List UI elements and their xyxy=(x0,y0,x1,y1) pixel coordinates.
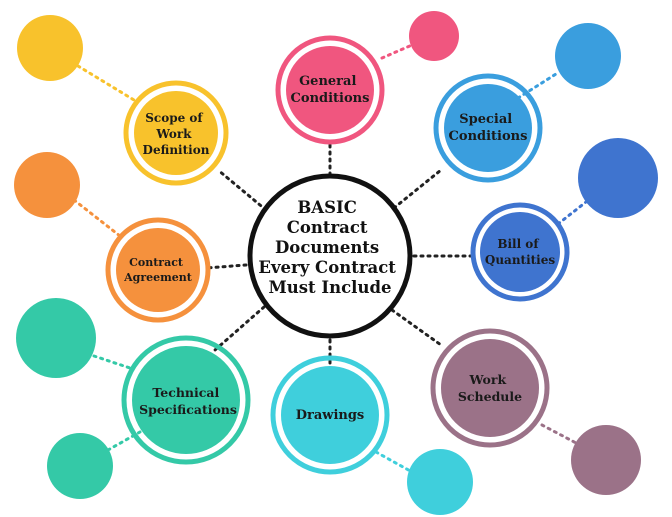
node-fill-scope-of-work-definition xyxy=(134,91,218,175)
center-connectors xyxy=(204,139,476,370)
label-line: Work xyxy=(155,127,192,141)
node-fill-technical-specifications xyxy=(132,346,240,454)
center-title-line: BASIC xyxy=(297,198,357,217)
node-fill-contract-agreement xyxy=(116,228,200,312)
node-ring-scope-of-work-definition xyxy=(123,80,229,186)
label-line: General xyxy=(299,74,356,89)
node-contract-agreement xyxy=(105,217,211,323)
satellite-contract-agreement xyxy=(14,152,80,218)
node-ring-general-conditions xyxy=(275,35,385,145)
node-general-conditions xyxy=(275,35,385,145)
node-fill-bill-of-quantities xyxy=(480,212,560,292)
connector-special-conditions xyxy=(392,168,443,210)
node-technical-specifications xyxy=(121,335,251,465)
satellite-connector-general-conditions xyxy=(380,43,414,60)
label-line: Conditions xyxy=(449,129,528,144)
label-line: Scope of xyxy=(145,111,203,125)
label-line: Special xyxy=(459,112,512,127)
node-fill-work-schedule xyxy=(441,339,539,437)
label-line: Agreement xyxy=(123,271,193,284)
center-title-line: Must Include xyxy=(269,278,392,297)
node-ring-work-schedule xyxy=(430,328,550,448)
node-special-conditions xyxy=(433,73,543,183)
node-fill-drawings xyxy=(281,366,379,464)
node-fill-special-conditions xyxy=(444,84,532,172)
connector-contract-agreement xyxy=(204,263,248,270)
center-node xyxy=(247,173,413,339)
center-title-line: Documents xyxy=(275,238,379,257)
label-line: Drawings xyxy=(296,408,365,423)
node-work-schedule xyxy=(430,328,550,448)
label-line: Conditions xyxy=(291,91,370,106)
label-line: Quantities xyxy=(485,253,556,267)
label-work-schedule: Work Schedule xyxy=(458,372,522,404)
connector-scope-of-work-definition xyxy=(216,168,268,212)
satellite-bill-of-quantities xyxy=(578,138,658,218)
label-line: Contract xyxy=(129,256,184,269)
satellite-connectors xyxy=(72,43,588,474)
label-general-conditions: General Conditions xyxy=(291,74,370,106)
node-ring-drawings xyxy=(270,355,390,475)
label-line: Schedule xyxy=(458,389,522,404)
label-drawings: Drawings xyxy=(296,408,365,423)
center-title: BASIC Contract Documents Every Contract … xyxy=(258,198,401,297)
satellites xyxy=(14,11,658,515)
node-bill-of-quantities xyxy=(470,202,570,302)
satellite-work-schedule xyxy=(571,425,641,495)
connector-technical-specifications xyxy=(213,305,266,352)
satellite-general-conditions xyxy=(409,11,459,61)
satellite-connector-contract-agreement xyxy=(72,198,122,238)
label-line: Specifications xyxy=(139,402,237,417)
satellite-drawings xyxy=(407,449,473,515)
label-line: Bill of xyxy=(497,237,539,251)
labels: BASIC Contract Documents Every Contract … xyxy=(123,74,555,423)
satellite-technical-specifications-bottom xyxy=(47,433,113,499)
satellite-connector-bill-of-quantities xyxy=(556,200,588,226)
label-line: Definition xyxy=(143,143,210,157)
satellite-special-conditions xyxy=(555,23,621,89)
node-ring-special-conditions xyxy=(433,73,543,183)
node-ring-contract-agreement xyxy=(105,217,211,323)
satellite-connector-technical-specifications-top xyxy=(92,354,132,370)
satellite-connector-scope-of-work-definition xyxy=(76,64,136,102)
node-ring-technical-specifications xyxy=(121,335,251,465)
satellite-connector-work-schedule xyxy=(540,423,580,446)
label-line: Work xyxy=(469,372,507,387)
satellite-scope-of-work-definition xyxy=(17,15,83,81)
connector-work-schedule xyxy=(390,308,443,347)
label-bill-of-quantities: Bill of Quantities xyxy=(485,237,556,267)
label-line: Technical xyxy=(152,385,219,400)
satellite-connector-special-conditions xyxy=(516,72,558,100)
satellite-connector-drawings xyxy=(374,450,414,474)
label-scope-of-work-definition: Scope of Work Definition xyxy=(143,111,210,157)
node-scope-of-work-definition xyxy=(123,80,229,186)
center-circle xyxy=(247,173,413,339)
label-technical-specifications: Technical Specifications xyxy=(139,385,237,417)
satellite-technical-specifications-top xyxy=(16,298,96,378)
node-fill-general-conditions xyxy=(286,46,374,134)
center-title-line: Every Contract xyxy=(258,258,396,277)
label-contract-agreement: Contract Agreement xyxy=(123,256,193,284)
label-special-conditions: Special Conditions xyxy=(449,112,528,144)
center-title-line: Contract xyxy=(287,218,368,237)
node-ring-bill-of-quantities xyxy=(470,202,570,302)
node-drawings xyxy=(270,355,390,475)
